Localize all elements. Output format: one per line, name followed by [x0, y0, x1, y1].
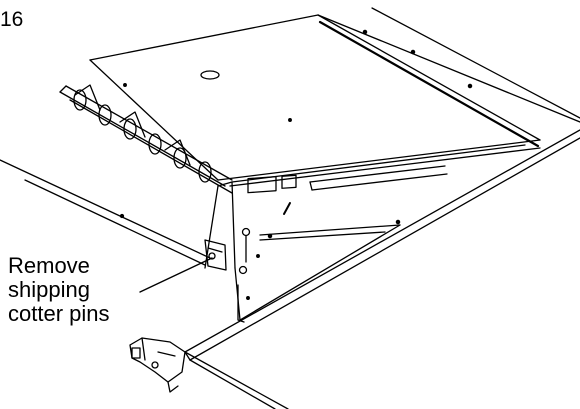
latch — [129, 337, 186, 393]
callout-line-3: cotter pins — [8, 301, 110, 326]
outer-frame — [184, 7, 580, 409]
callout-line-2: shipping — [8, 277, 90, 302]
pin-bracket — [204, 227, 251, 323]
callout-label: Remove shipping cotter pins — [8, 254, 110, 326]
callout-leader — [139, 257, 213, 293]
callout-line-1: Remove — [8, 253, 90, 278]
hinge-rollers — [59, 84, 233, 194]
lid-panel — [89, 14, 541, 187]
figure-number: 16 — [0, 8, 24, 31]
left-body — [0, 159, 211, 266]
front-panel — [204, 144, 526, 321]
